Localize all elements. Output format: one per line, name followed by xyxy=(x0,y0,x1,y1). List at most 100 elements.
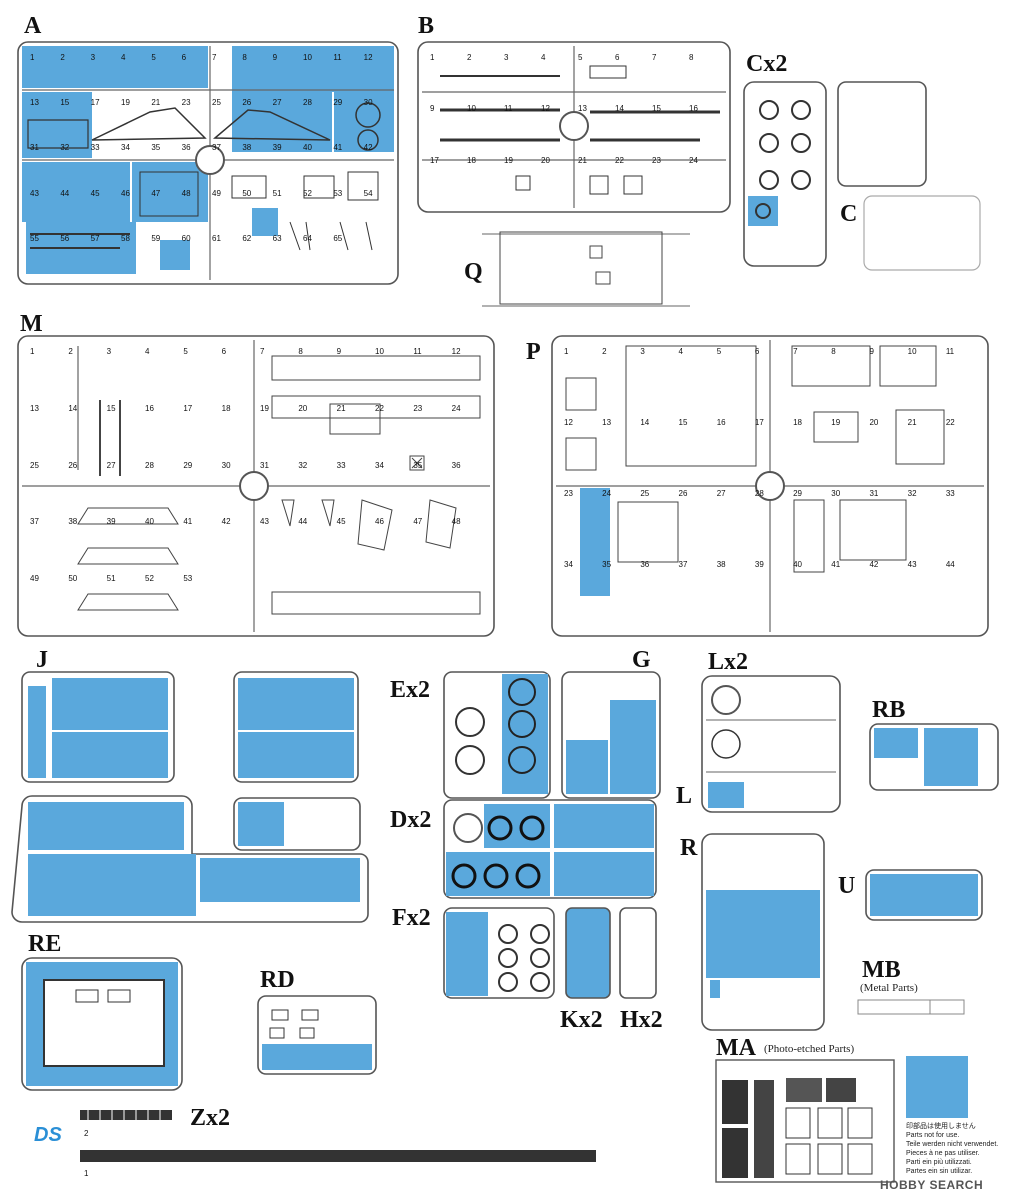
part-number-p-21: 21 xyxy=(907,418,917,427)
part-number-b-20: 20 xyxy=(541,155,550,165)
part-number-p-33: 33 xyxy=(945,489,955,498)
part-number-m-11: 11 xyxy=(413,347,422,356)
part-number-a-43: 43 xyxy=(30,188,39,198)
part-number-m-27: 27 xyxy=(106,460,116,470)
part-number-m-14: 14 xyxy=(68,403,78,413)
part-number-m-48: 48 xyxy=(451,517,461,527)
sprue-mb-frame xyxy=(857,999,965,1015)
part-number-b-11: 11 xyxy=(504,104,513,114)
part-number-m-33: 33 xyxy=(336,460,346,470)
part-number-a-41: 41 xyxy=(333,143,343,153)
part-number-p-34: 34 xyxy=(564,560,573,569)
label-sprue-b: B xyxy=(418,13,435,39)
part-number-m-17: 17 xyxy=(183,403,193,413)
part-number-m-23: 23 xyxy=(413,403,423,413)
watermark: HOBBY SEARCH xyxy=(880,1178,984,1192)
part-number-p-24: 24 xyxy=(602,489,612,498)
part-number-a-11: 11 xyxy=(333,53,342,62)
part-number-p-19: 19 xyxy=(831,418,841,427)
part-number-m-20: 20 xyxy=(298,403,308,413)
label-sprue-p: P xyxy=(526,339,541,365)
part-number-m-13: 13 xyxy=(30,403,39,413)
part-number-a-35: 35 xyxy=(151,143,161,153)
part-number-a-1: 1 xyxy=(30,53,35,62)
part-number-p-9: 9 xyxy=(869,347,874,356)
part-number-b-17: 17 xyxy=(430,155,439,165)
part-number-b-12: 12 xyxy=(541,104,550,114)
part-number-b-19: 19 xyxy=(504,155,513,165)
part-number-m-1: 1 xyxy=(30,347,35,356)
part-number-p-29: 29 xyxy=(793,489,802,498)
part-number-a-65: 65 xyxy=(333,233,343,243)
part-number-p-36: 36 xyxy=(640,560,650,569)
part-number-a-30: 30 xyxy=(363,98,373,108)
track-label-2: 2 xyxy=(84,1129,89,1138)
part-number-m-4: 4 xyxy=(145,347,150,356)
label-sprue-m: M xyxy=(20,311,43,337)
part-number-p-38: 38 xyxy=(716,560,726,569)
label-sprue-fx2: Fx2 xyxy=(392,905,431,931)
part-number-p-17: 17 xyxy=(754,418,764,427)
sprue-j-frame xyxy=(11,671,369,923)
part-number-a-13: 13 xyxy=(30,98,39,108)
part-number-p-32: 32 xyxy=(907,489,917,498)
part-number-b-13: 13 xyxy=(578,104,587,114)
part-number-m-25: 25 xyxy=(30,460,39,470)
label-sprue-re: RE xyxy=(28,931,62,957)
part-number-a-63: 63 xyxy=(272,233,282,243)
part-number-a-53: 53 xyxy=(333,188,343,198)
sprue-rb-frame xyxy=(869,723,999,791)
part-number-a-34: 34 xyxy=(121,143,130,153)
part-number-p-12: 12 xyxy=(564,418,573,427)
sprue-a-frame xyxy=(17,41,399,285)
part-number-p-10: 10 xyxy=(907,347,917,356)
part-number-m-45: 45 xyxy=(336,517,346,527)
part-number-p-15: 15 xyxy=(678,418,688,427)
part-number-a-21: 21 xyxy=(151,98,161,108)
part-number-a-42: 42 xyxy=(363,143,373,153)
part-number-a-44: 44 xyxy=(60,188,70,198)
part-number-a-59: 59 xyxy=(151,233,161,243)
part-number-a-50: 50 xyxy=(242,188,252,198)
part-number-p-11: 11 xyxy=(945,347,955,356)
part-number-p-14: 14 xyxy=(640,418,650,427)
part-number-m-19: 19 xyxy=(260,403,269,413)
ma-subtitle: (Photo-etched Parts) xyxy=(764,1043,855,1055)
part-number-a-17: 17 xyxy=(90,98,100,108)
label-sprue-rb: RB xyxy=(872,697,906,723)
part-number-a-2: 2 xyxy=(60,53,65,62)
part-number-p-28: 28 xyxy=(754,489,764,498)
part-number-a-46: 46 xyxy=(121,188,130,198)
part-number-m-32: 32 xyxy=(298,460,308,470)
not-for-use-swatch xyxy=(906,1056,968,1118)
part-number-b-22: 22 xyxy=(615,155,624,165)
sprue-ma-frame xyxy=(715,1059,895,1183)
label-sprue-dx2: Dx2 xyxy=(390,807,432,833)
part-number-b-9: 9 xyxy=(430,104,435,114)
part-number-m-22: 22 xyxy=(375,403,384,413)
part-number-a-29: 29 xyxy=(333,98,343,108)
part-number-b-21: 21 xyxy=(578,155,587,165)
part-number-m-18: 18 xyxy=(221,403,231,413)
part-number-a-60: 60 xyxy=(181,233,191,243)
part-number-a-64: 64 xyxy=(303,233,312,243)
label-sprue-zx2: Zx2 xyxy=(190,1105,231,1131)
part-number-a-4: 4 xyxy=(121,53,126,62)
label-sprue-hx2: Hx2 xyxy=(620,1007,663,1033)
part-number-m-44: 44 xyxy=(298,517,308,527)
part-number-p-37: 37 xyxy=(678,560,688,569)
part-number-m-40: 40 xyxy=(145,517,154,527)
part-number-m-5: 5 xyxy=(183,347,188,356)
part-number-p-4: 4 xyxy=(678,347,683,356)
part-number-a-55: 55 xyxy=(30,233,39,243)
part-number-m-39: 39 xyxy=(106,517,116,527)
part-number-p-26: 26 xyxy=(678,489,688,498)
part-number-p-23: 23 xyxy=(564,489,573,498)
part-number-m-36: 36 xyxy=(451,460,461,470)
sprue-rd-frame xyxy=(257,995,377,1075)
part-number-p-43: 43 xyxy=(907,560,917,569)
part-number-a-49: 49 xyxy=(212,188,221,198)
part-number-a-40: 40 xyxy=(303,143,312,153)
sprue-q-frame xyxy=(482,231,690,307)
sprue-b-frame xyxy=(417,41,731,213)
